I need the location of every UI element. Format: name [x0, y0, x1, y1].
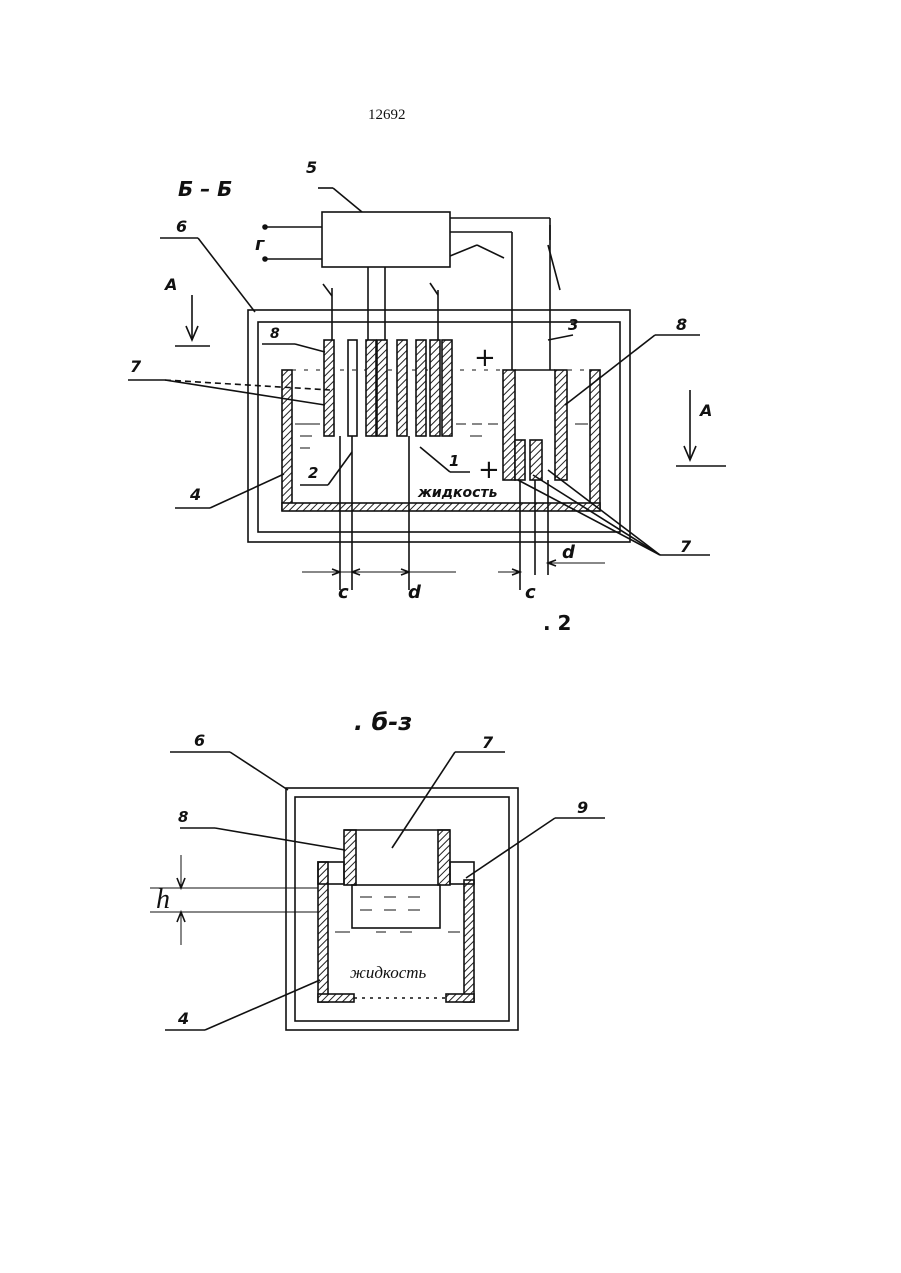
dimension-d-right: d: [562, 542, 576, 563]
liquid-surface-bottom: [335, 897, 460, 932]
electrode-plate-6: [416, 340, 426, 436]
vessel-wall-right: [590, 370, 600, 510]
view-arrow-left-label: А: [163, 275, 177, 294]
float-wall-right: [438, 830, 450, 885]
callout-1: 1: [449, 452, 459, 470]
lead-4-hook: [430, 283, 438, 295]
callout-8-left: 8: [270, 326, 280, 342]
terminal-dot-lower: [263, 257, 267, 261]
view-arrow-right-label: А: [698, 401, 712, 420]
callout-6-leader-tip: [198, 238, 255, 312]
figure-bottom: . б-з 6 4 7 8 9: [150, 708, 605, 1030]
plus-sign-upper: +: [474, 343, 496, 373]
electrode-plate-1: [324, 340, 334, 436]
dimension-h-label: h: [156, 884, 170, 915]
callout-4-bottom: 4: [177, 1009, 189, 1028]
figure-caption-top: . 2: [543, 611, 571, 635]
callout-6: 6: [176, 217, 187, 236]
vessel-bottom: [282, 503, 600, 511]
electrode-plate-4: [377, 340, 387, 436]
dimension-d-left: d: [408, 582, 422, 603]
callout-6-bottom: 6: [194, 731, 205, 750]
section-label-top: Б – Б: [178, 177, 232, 201]
callout-5: 5: [306, 158, 317, 177]
vessel-wall-left: [282, 370, 292, 510]
switch-left: [477, 245, 504, 258]
section-label-bottom: . б-з: [354, 708, 412, 736]
callout-8b-leader-tip: [565, 335, 655, 405]
right-electrode-inner-2: [530, 440, 542, 480]
vessel-bottom-floor-left: [318, 994, 354, 1002]
dimension-c-left: c: [338, 582, 349, 603]
callout-5-leader-tip: [333, 188, 362, 212]
callout-7b-fan-3: [518, 480, 660, 555]
callout-7-bottom: 7: [482, 733, 494, 752]
callout-7a-fan-1: [165, 380, 325, 405]
callout-4-leader-tip: [210, 474, 284, 508]
callout-9-leader-tip: [466, 818, 555, 878]
power-unit: [322, 212, 450, 267]
callout-8-bottom: 8: [178, 808, 188, 826]
dimension-c-right: c: [525, 582, 536, 603]
callout-8a-leader-tip: [295, 344, 325, 352]
figure-top: Б – Б 5 г 6 4: [128, 158, 726, 635]
vessel-bottom-wall-right: [464, 880, 474, 1002]
callout-7-left: 7: [130, 357, 142, 376]
right-electrode-wall-right: [555, 370, 567, 480]
electrode-plate-5: [397, 340, 407, 436]
callout-3: 3: [568, 316, 578, 334]
electrode-plate-7: [430, 340, 440, 436]
liquid-label-bottom: жидкость: [350, 963, 427, 982]
callout-4b-leader-tip: [205, 980, 320, 1030]
right-electrode-wall-left: [503, 370, 515, 480]
callout-8c-leader-tip: [215, 828, 345, 850]
callout-7-right: 7: [680, 537, 692, 556]
vessel-bottom-floor-right: [446, 994, 474, 1002]
liquid-label-top: жидкость: [417, 485, 498, 501]
callout-6b-leader-tip: [230, 752, 288, 790]
plus-sign-lower: +: [478, 455, 500, 485]
terminal-label: г: [255, 234, 265, 255]
lead-1-hook: [323, 284, 332, 296]
callout-8-right: 8: [676, 315, 687, 334]
callout-1-leader: [420, 447, 450, 472]
callout-3-leader: [548, 335, 573, 340]
right-electrode-inner-1: [515, 440, 525, 480]
terminal-dot-upper: [263, 225, 267, 229]
switch-left-link: [450, 245, 477, 256]
electrode-plate-2: [348, 340, 357, 436]
electrode-plate-8: [442, 340, 452, 436]
float-wall-left: [344, 830, 356, 885]
callout-4: 4: [189, 485, 201, 504]
float-submerged-body: [352, 885, 440, 928]
callout-9: 9: [577, 798, 588, 817]
callout-2: 2: [308, 464, 318, 482]
electrode-plate-3: [366, 340, 376, 436]
